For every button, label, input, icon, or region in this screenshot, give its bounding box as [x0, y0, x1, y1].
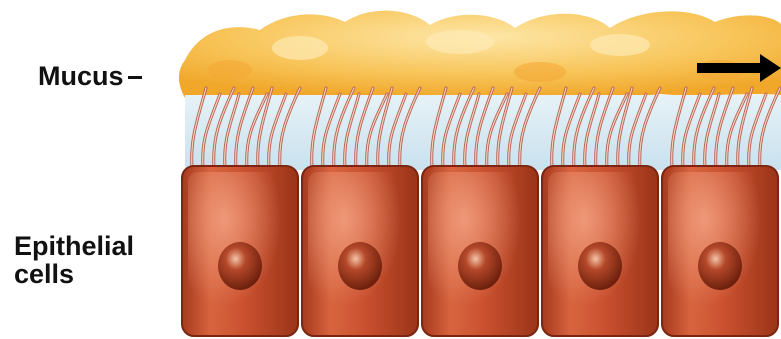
epithelial-cell — [662, 166, 778, 336]
mucus-label: Mucus — [38, 62, 142, 90]
epithelial-cells-group — [182, 166, 778, 336]
mucus-label-text: Mucus — [38, 62, 124, 90]
epithelial-cell — [422, 166, 538, 336]
cell-nucleus — [578, 242, 622, 290]
epithelial-cell — [302, 166, 418, 336]
epithelial-cell — [182, 166, 298, 336]
cell-nucleus — [698, 242, 742, 290]
epithelial-label-line2: cells — [14, 260, 134, 288]
mucus-leader-line — [128, 76, 142, 79]
epithelial-cell — [542, 166, 658, 336]
cell-nucleus — [338, 242, 382, 290]
epithelial-cells-label: Epithelial cells — [14, 232, 134, 289]
periciliary-fluid-layer — [185, 95, 781, 170]
mucus-layer — [179, 11, 781, 99]
cell-nucleus — [218, 242, 262, 290]
cell-nucleus — [458, 242, 502, 290]
epithelial-label-line1: Epithelial — [14, 232, 134, 260]
